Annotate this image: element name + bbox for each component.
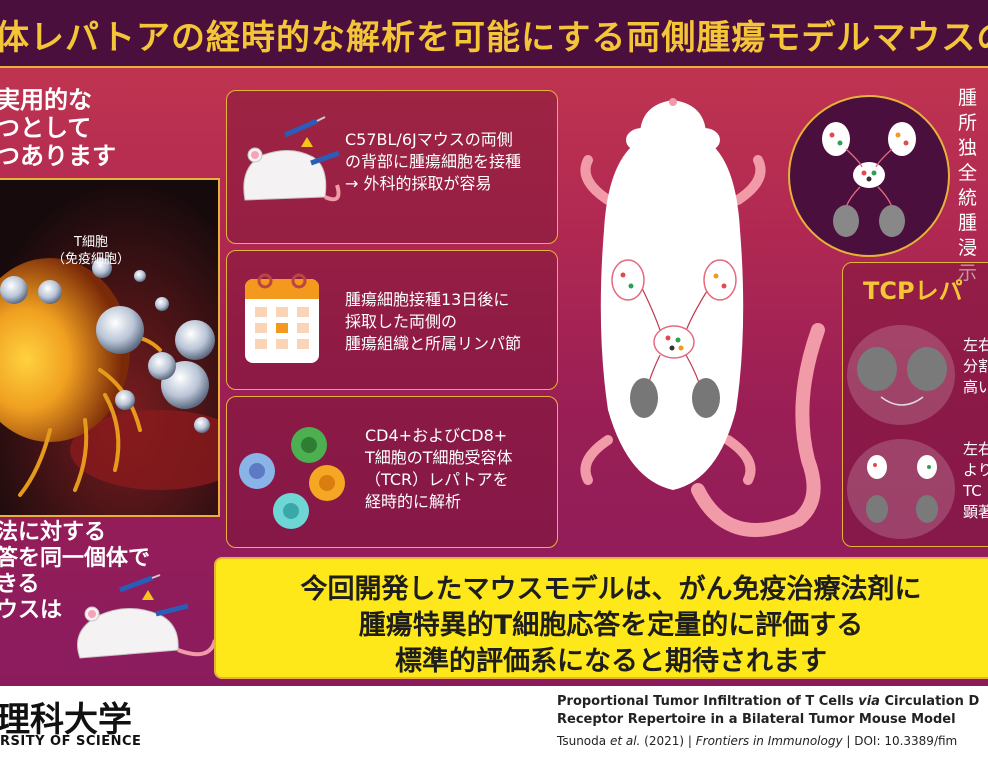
right-description-text: 腫 所 独 全 統 腫 浸 示 <box>958 86 977 286</box>
bilateral-tumor-mouse-illustration <box>580 98 825 537</box>
tcp-item-2-line-3: TC <box>963 482 982 500</box>
left-summary-line-1: 法に対する <box>0 520 107 545</box>
right-desc-char-5: 統 <box>958 187 978 209</box>
conclusion-line-2: 腫瘍特異的T細胞応答を定量的に評価する <box>358 610 864 641</box>
left-summary-line-4: ウスは <box>0 598 63 623</box>
left-intro-line-3: つあります <box>0 142 116 170</box>
t-cell-label: T細胞 （免疫細胞） <box>52 234 130 268</box>
tcp-item-1-line-3: 高い <box>963 378 988 396</box>
mouse-injection-small-icon <box>77 574 217 659</box>
left-intro-line-1: 実用的な <box>0 86 92 114</box>
paper-title-via: via <box>858 694 880 709</box>
tcp-item-2-line-1: 左右 <box>963 440 988 458</box>
immune-cells-icon <box>239 427 345 529</box>
university-logo-text: 理科大学 <box>0 700 132 740</box>
tcp-item-1-line-2: 分割 <box>963 357 988 375</box>
right-desc-char-7: 浸 <box>958 237 978 259</box>
citation-year: (2021) | <box>640 734 696 748</box>
step-3-text: CD4+およびCD8+ T細胞のT細胞受容体 （TCR）レパトアを 経時的に解析 <box>365 425 513 513</box>
tcp-node-tumor-icon <box>866 455 938 523</box>
conclusion-line-1: 今回開発したマウスモデルは、がん免疫治療法剤に <box>300 574 922 605</box>
footer: 理科大学 RSITY OF SCIENCE Proportional Tumor… <box>0 686 988 760</box>
tcp-item-1-text: 左右 分割 高い <box>963 335 988 398</box>
t-cell-label-line-1: T細胞 <box>74 235 108 250</box>
citation-journal: Frontiers in Immunology <box>695 734 843 748</box>
step-1-text: C57BL/6Jマウスの両側 の背部に腫瘍細胞を接種 → 外科的採取が容易 <box>345 129 521 195</box>
conclusion-box: 今回開発したマウスモデルは、がん免疫治療法剤に 腫瘍特異的T細胞応答を定量的に評… <box>214 557 988 679</box>
step-1-line-1: C57BL/6Jマウスの両側 <box>345 130 513 149</box>
tumor-zoom-circle <box>788 95 950 257</box>
paper-title-part-b: Circulation D <box>879 694 980 709</box>
left-summary-line-2: 答を同一個体で <box>0 546 151 571</box>
tcp-results-panel: TCPレパ 左右 分割 高い 左右 より TC <box>842 262 988 547</box>
right-desc-char-6: 腫 <box>958 212 978 234</box>
t-cell-tumor-image: T細胞 （免疫細胞） <box>0 178 220 517</box>
tcp-item-1-line-1: 左右 <box>963 336 988 354</box>
left-intro-line-2: つとして <box>0 114 92 142</box>
paper-title-line-2: Receptor Repertoire in a Bilateral Tumor… <box>557 712 956 727</box>
step-2-line-1: 腫瘍細胞接種13日後に <box>345 290 510 309</box>
step-3-line-4: 経時的に解析 <box>365 492 462 511</box>
left-intro-text: 実用的な つとして つあります <box>0 86 116 170</box>
infographic-poster: 容体レパトアの経時的な解析を可能にする両側腫瘍モデルマウスの作 実用的な つとし… <box>0 0 988 686</box>
right-desc-char-8: 示 <box>958 262 978 284</box>
step-2-text: 腫瘍細胞接種13日後に 採取した両側の 腫瘍組織と所属リンパ節 <box>345 289 521 355</box>
paper-citation: Tsunoda et al. (2021) | Frontiers in Imm… <box>557 734 957 748</box>
right-desc-char-1: 腫 <box>958 87 978 109</box>
tcp-tumor-pair-icon <box>857 347 947 406</box>
paper-title-line-1: Proportional Tumor Infiltration of T Cel… <box>557 694 979 709</box>
step-1-line-2: の背部に腫瘍細胞を接種 <box>345 152 522 171</box>
mouse-injection-icon <box>243 116 341 202</box>
step-panel-harvest: 腫瘍細胞接種13日後に 採取した両側の 腫瘍組織と所属リンパ節 <box>226 250 558 390</box>
conclusion-line-3: 標準的評価系になると期待されます <box>395 646 827 677</box>
right-desc-char-2: 所 <box>958 112 978 134</box>
t-cell-illustration <box>0 180 218 515</box>
tcp-item-2-text: 左右 より TC 顕著 <box>963 439 988 523</box>
step-2-line-3: 腫瘍組織と所属リンパ節 <box>345 334 522 353</box>
lymph-node-zoom-icon <box>822 122 916 237</box>
tcp-item-2-line-4: 顕著 <box>963 503 988 521</box>
step-3-line-2: T細胞のT細胞受容体 <box>365 448 513 467</box>
tcp-node-circle <box>847 439 955 539</box>
t-cell-label-line-2: （免疫細胞） <box>52 252 131 267</box>
university-english-name: RSITY OF SCIENCE <box>0 734 142 749</box>
right-desc-char-4: 全 <box>958 162 978 184</box>
step-panel-injection: C57BL/6Jマウスの両側 の背部に腫瘍細胞を接種 → 外科的採取が容易 <box>226 90 558 244</box>
step-panel-analysis: CD4+およびCD8+ T細胞のT細胞受容体 （TCR）レパトアを 経時的に解析 <box>226 396 558 548</box>
citation-author: Tsunoda <box>557 734 610 748</box>
tcp-item-2-line-2: より <box>963 461 988 479</box>
calendar-icon <box>245 273 319 363</box>
title-bar: 容体レパトアの経時的な解析を可能にする両側腫瘍モデルマウスの作 <box>0 0 988 68</box>
citation-etal: et al. <box>609 734 641 748</box>
step-3-line-3: （TCR）レパトアを <box>365 470 509 489</box>
left-summary-line-3: きる <box>0 572 40 597</box>
page-title: 容体レパトアの経時的な解析を可能にする両側腫瘍モデルマウスの作 <box>0 18 988 58</box>
step-3-line-1: CD4+およびCD8+ <box>365 426 508 445</box>
tcp-tumor-circle <box>847 325 955 425</box>
tcp-heading: TCPレパ <box>863 277 963 305</box>
citation-doi: | DOI: 10.3389/fim <box>842 734 958 748</box>
step-2-line-2: 採取した両側の <box>345 312 458 331</box>
right-desc-char-3: 独 <box>958 137 978 159</box>
paper-title-part-a: Proportional Tumor Infiltration of T Cel… <box>557 694 859 709</box>
step-1-line-3: → 外科的採取が容易 <box>345 174 492 193</box>
left-summary-text: 法に対する 答を同一個体で きる ウスは <box>0 520 150 624</box>
